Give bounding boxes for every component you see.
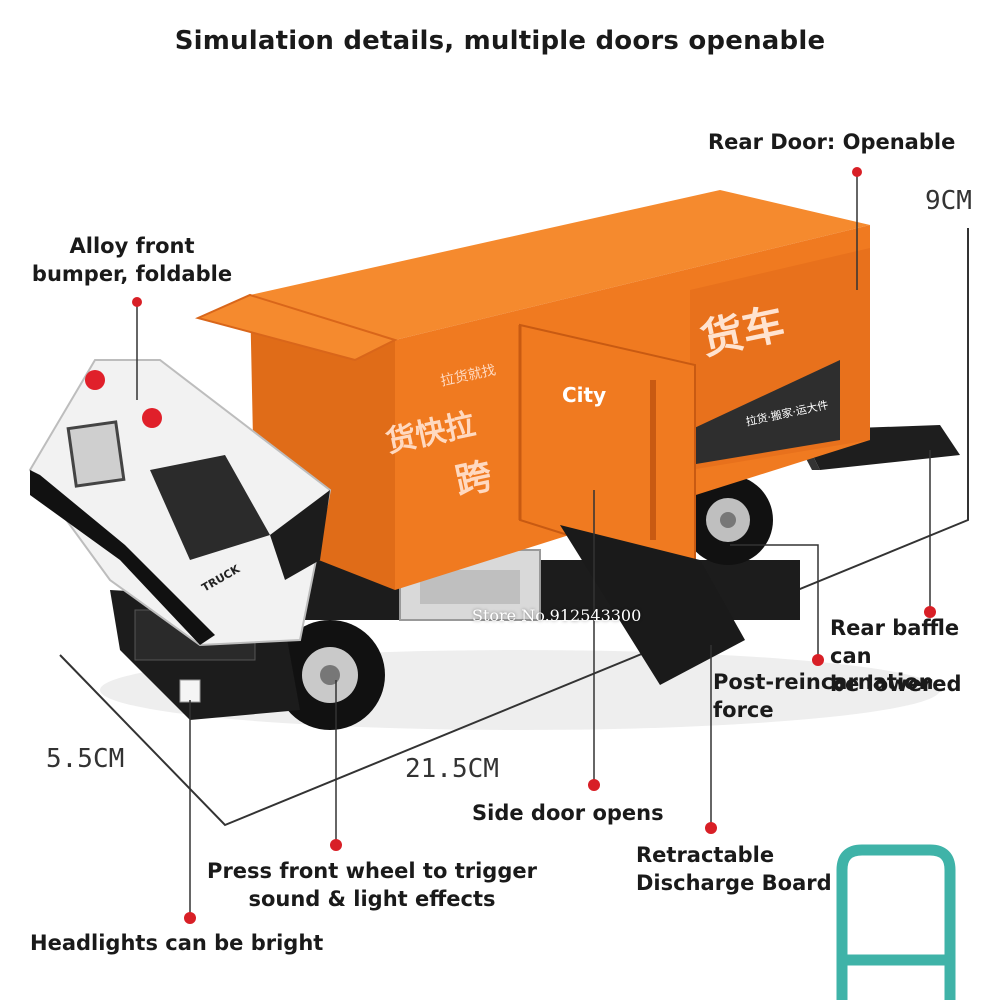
- cart-handle: [836, 844, 956, 1000]
- dimension-lines: [59, 228, 969, 827]
- cab-lower: [110, 590, 300, 720]
- rear-small-text: 拉货·搬家·运大件: [744, 398, 830, 429]
- subtitle: Simulation details, multiple doors opena…: [174, 26, 826, 56]
- cab-window: [150, 455, 270, 560]
- label-rear-baffle-line2: be lowered: [830, 672, 962, 696]
- box-brand-small: 拉货就找: [439, 362, 498, 390]
- store-watermark: Store No.912543300: [472, 606, 642, 625]
- label-front-wheel-line2: sound & light effects: [248, 887, 496, 911]
- label-discharge-board: Retractable Discharge Board: [636, 841, 832, 897]
- dimension-height: 9CM: [925, 186, 972, 216]
- roof-light-left: [85, 370, 105, 390]
- front-wheel: [275, 620, 385, 730]
- discharge-board: [560, 525, 745, 685]
- rear-ramp: [800, 425, 960, 470]
- box-side: [250, 295, 395, 590]
- label-front-bumper-line1: Alloy front: [69, 234, 195, 258]
- label-rear-baffle-line1: Rear baffle can: [830, 616, 960, 668]
- label-front-wheel: Press front wheel to trigger sound & lig…: [196, 857, 548, 913]
- label-rear-baffle-line3: Post-reincarnation force: [713, 670, 934, 722]
- cab-frame: [30, 470, 215, 645]
- label-front-wheel-line1: Press front wheel to trigger: [207, 859, 537, 883]
- label-discharge-line1: Retractable: [636, 843, 775, 867]
- cab-light-panel: [66, 420, 126, 488]
- dimension-width: 5.5CM: [46, 744, 125, 774]
- label-side-door: Side door opens: [472, 801, 664, 825]
- label-front-bumper: Alloy front bumper, foldable: [24, 232, 240, 288]
- dimension-length: 21.5CM: [405, 754, 499, 784]
- label-rear-door: Rear Door: Openable: [708, 130, 956, 154]
- city-logo: City: [562, 383, 607, 407]
- rear-wheel: [683, 475, 773, 565]
- label-headlights: Headlights can be bright: [30, 931, 324, 955]
- cab-badge: TRUCK: [199, 562, 242, 595]
- top-overhang: [195, 293, 398, 362]
- label-front-bumper-line2: bumper, foldable: [31, 262, 233, 286]
- box-cross-char: 跨: [451, 455, 496, 504]
- label-discharge-line2: Discharge Board: [636, 871, 832, 895]
- headlight: [179, 679, 201, 703]
- label-rear-baffle: Rear baffle can be lowered: [830, 614, 1000, 698]
- side-door: [519, 323, 696, 577]
- roof-light-right: [142, 408, 162, 428]
- rear-big-text: 货车: [696, 298, 789, 365]
- cab-body: [28, 359, 332, 647]
